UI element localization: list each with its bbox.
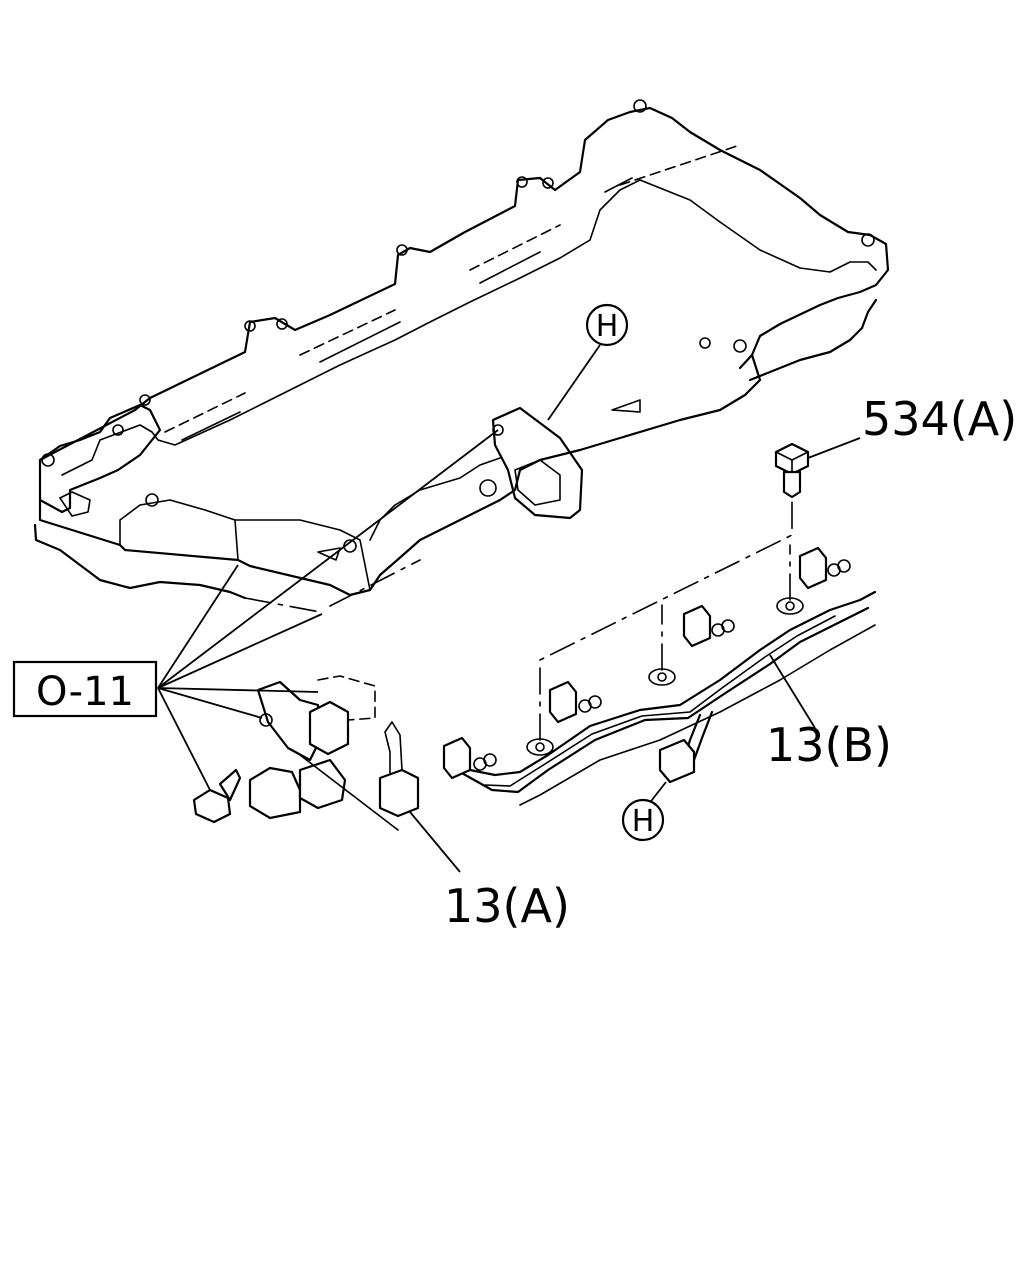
callout-13a[interactable]: 13(A) bbox=[444, 879, 570, 933]
leaders-o11 bbox=[157, 344, 601, 791]
bolt-534a bbox=[774, 437, 861, 499]
marker-h-top-label: H bbox=[596, 309, 619, 344]
oil-pan-frame bbox=[33, 99, 890, 613]
bolt-left bbox=[192, 768, 242, 824]
marker-h-bottom-label: H bbox=[632, 804, 655, 839]
ref-box-label: O-11 bbox=[36, 669, 134, 715]
ref-box-o11[interactable]: O-11 bbox=[12, 660, 158, 718]
marker-h-bottom[interactable]: H bbox=[621, 798, 665, 842]
callout-534a[interactable]: 534(A) bbox=[862, 392, 1017, 446]
marker-h-top[interactable]: H bbox=[585, 303, 629, 347]
callout-13b[interactable]: 13(B) bbox=[766, 718, 892, 772]
connector-13a bbox=[248, 675, 461, 873]
wiring-harness-13b bbox=[442, 499, 877, 806]
